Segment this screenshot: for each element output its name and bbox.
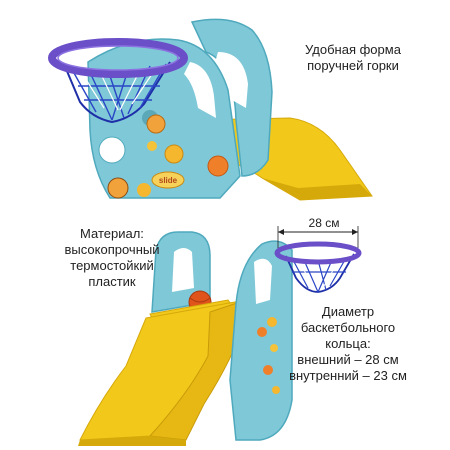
hoop-diameter-line-5: внутренний – 23 см xyxy=(289,368,407,383)
hoop-bottom xyxy=(274,241,362,293)
slide-top-edge xyxy=(262,178,372,200)
handrail-caption-line-2: поручней горки xyxy=(307,58,399,73)
hoop-rim-bottom xyxy=(274,241,362,265)
handrail-caption-line-1: Удобная форма xyxy=(305,42,401,57)
hoop-net-white-top xyxy=(79,67,157,111)
rear-handrail-cutout xyxy=(214,52,248,108)
knob-right-2 xyxy=(257,327,267,337)
material-caption-line-2: высокопрочный xyxy=(64,242,160,257)
hoop-diameter-line-4: внешний – 28 см xyxy=(297,352,399,367)
hoop-diameter-line-2: баскетбольного xyxy=(300,320,396,335)
material-caption-line-1: Материал: xyxy=(80,226,144,241)
hoop-rim-inner-top xyxy=(57,45,179,71)
knob-right-4 xyxy=(263,365,273,375)
dimension-marker xyxy=(277,226,359,248)
slide-logo-badge xyxy=(151,171,185,189)
material-caption: Материал: высокопрочный термостойкий пла… xyxy=(56,226,168,290)
hoop-diameter-line-1: Диаметр xyxy=(321,304,375,319)
knob-right-5 xyxy=(272,386,280,394)
top-closeup-view: slide xyxy=(48,18,373,201)
hoop-net-mesh-top xyxy=(69,63,167,121)
hoop-diameter-caption: Диаметр баскетбольного кольца: внешний –… xyxy=(284,304,412,384)
slide-bottom-end xyxy=(78,436,186,446)
material-caption-line-4: пластик xyxy=(88,274,136,289)
hoop-diameter-line-3: кольца: xyxy=(325,336,371,351)
dimension-arrow-left xyxy=(278,229,284,235)
slide-logo-text: slide xyxy=(159,176,178,185)
panel-hole-large xyxy=(98,136,126,164)
ball-seam xyxy=(189,297,211,303)
lion-sticker-bottom xyxy=(107,177,129,199)
hoop-rim-top xyxy=(48,38,188,78)
handrail-caption: Удобная форма поручней горки xyxy=(298,42,408,74)
hoop-top xyxy=(48,38,188,124)
dimension-label: 28 см xyxy=(308,216,340,230)
hoop-net-mesh-bottom xyxy=(291,257,347,293)
bottom-full-view xyxy=(78,226,362,446)
right-panel-cutout xyxy=(254,258,272,304)
knob-right-1 xyxy=(267,317,277,327)
orange-knob-4 xyxy=(137,183,151,197)
knob-right-3 xyxy=(270,344,278,352)
hoop-net-top xyxy=(63,61,171,124)
orange-knob-3 xyxy=(147,141,157,151)
lion-sticker-top xyxy=(146,114,166,134)
orange-knob-2 xyxy=(207,155,229,177)
material-caption-line-3: термостойкий xyxy=(70,258,154,273)
dimension-arrow-right xyxy=(352,229,358,235)
front-panel-window xyxy=(184,62,216,118)
left-panel-cutout xyxy=(172,248,194,292)
orange-knob-1 xyxy=(164,144,184,164)
